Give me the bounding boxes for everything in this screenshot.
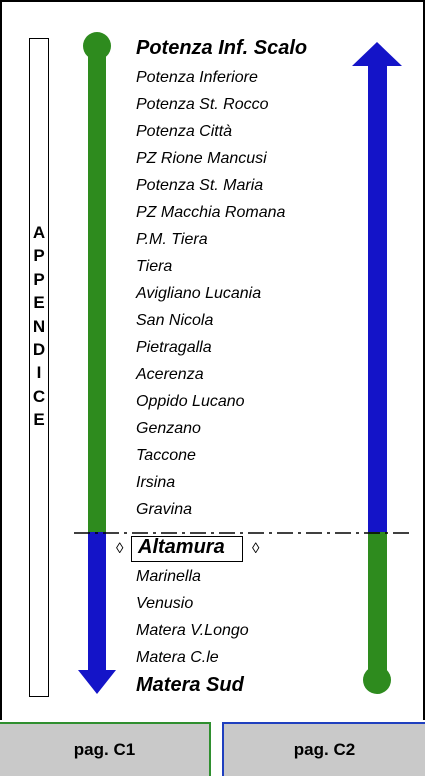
route-lines [74,32,410,694]
appendix-letter: C [32,386,46,406]
appendix-letter: N [32,316,46,336]
station-name: Tiera [136,258,173,275]
appendix-letter: P [33,246,45,266]
station-name: Potenza St. Maria [136,177,264,194]
appendix-letter: I [36,363,42,383]
station-name: Potenza Inferiore [136,69,258,86]
station-name: P.M. Tiera [136,231,208,248]
appendix-letter: P [33,269,45,289]
right-line-end-dot [363,666,391,694]
station-name: Potenza St. Rocco [136,96,269,113]
station-name: PZ Rione Mancusi [136,150,267,167]
station-name: Marinella [136,568,201,585]
page-c1-tab[interactable]: pag. C1 [0,722,211,776]
station-name: Matera Sud [136,674,244,696]
station-name: Irsina [136,474,176,491]
right-line-arrow-head [352,42,402,66]
station-name: Genzano [136,420,201,437]
station-name: Matera V.Longo [136,622,249,639]
station-name: Venusio [136,595,194,612]
station-name: Oppido Lucano [136,393,245,410]
appendix-letter: E [33,293,45,313]
station-name: Avigliano Lucania [136,285,262,302]
right-line-blue-segment [368,66,387,532]
diamond-right: ◊ [252,540,260,557]
diagram-frame [0,0,425,720]
appendix-letter: D [32,340,46,360]
left-line-arrow-head [78,670,116,694]
station-name: Matera C.le [136,649,219,666]
station-name: Altamura [138,536,225,558]
station-name: Gravina [136,501,193,518]
altamura-box [131,536,243,562]
station-name: Acerenza [136,366,204,383]
station-name: Potenza Inf. Scalo [136,37,308,59]
station-name: PZ Macchia Romana [136,204,286,221]
left-line-blue-segment [88,532,106,672]
appendix-letter: A [32,223,46,242]
station-name: San Nicola [136,312,214,329]
station-name: Pietragalla [136,339,212,356]
left-line-green-segment [88,46,106,532]
appendix-label: A P P E N D I C E [29,221,49,432]
appendix-letter: E [33,410,45,430]
station-name: Potenza Città [136,123,233,140]
diamond-left: ◊ [116,540,124,557]
right-line-green-segment [368,532,387,680]
appendix-label-box [29,38,49,697]
station-name: Taccone [136,447,196,464]
page-c2-tab[interactable]: pag. C2 [222,722,425,776]
